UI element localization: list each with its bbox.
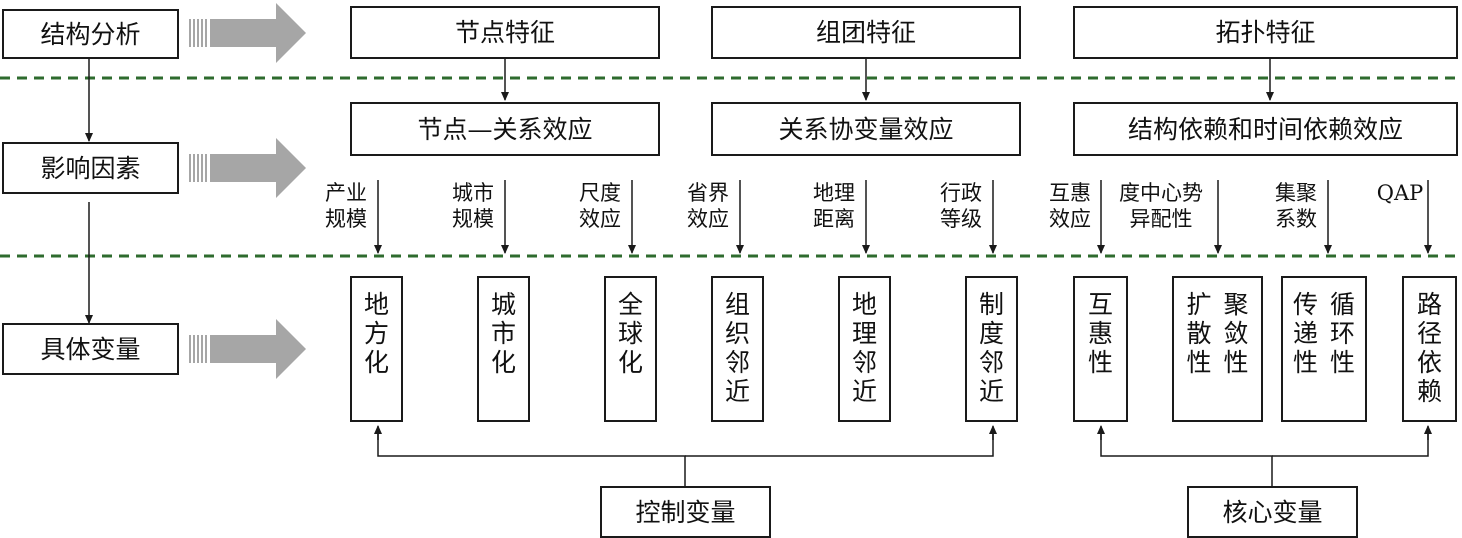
factor-label: 产业规模 <box>325 181 367 231</box>
variable-box: 互惠性 <box>1073 276 1128 422</box>
factor-label: 省界效应 <box>687 181 729 231</box>
variable-box: 路径依赖 <box>1402 276 1457 422</box>
factor-label: 地理距离 <box>813 181 855 231</box>
structure-analysis-box: 结构分析 <box>2 9 179 59</box>
factor-label: 尺度效应 <box>579 181 621 231</box>
variable-box: 扩散性聚敛性 <box>1172 276 1263 422</box>
variable-box: 制度邻近 <box>965 276 1018 422</box>
node-relation-effect-box: 节点—关系效应 <box>350 102 660 156</box>
big-arrow-structure <box>189 3 306 63</box>
topology-feature-box: 拓扑特征 <box>1073 6 1458 59</box>
factor-label: 行政等级 <box>940 181 982 231</box>
variable-box: 城市化 <box>477 276 530 422</box>
factor-label: 集聚系数 <box>1275 181 1317 231</box>
big-arrow-factors <box>189 138 306 198</box>
node-feature-box: 节点特征 <box>350 6 660 59</box>
control-bracket <box>377 427 994 486</box>
factor-label: 城市规模 <box>452 181 494 231</box>
variable-box: 地方化 <box>350 276 403 422</box>
specific-variables-box: 具体变量 <box>2 323 179 375</box>
influence-factors-box: 影响因素 <box>2 142 179 194</box>
factor-label: 度中心势异配性 <box>1119 181 1203 231</box>
variable-box: 全球化 <box>604 276 657 422</box>
relation-covariate-effect-box: 关系协变量效应 <box>711 102 1021 156</box>
big-arrow-variables <box>189 319 306 379</box>
variable-box: 组织邻近 <box>711 276 764 422</box>
cluster-feature-box: 组团特征 <box>711 6 1021 59</box>
factor-label: 互惠效应 <box>1049 181 1091 231</box>
core-bracket <box>1100 427 1429 486</box>
structure-time-dependence-effect-box: 结构依赖和时间依赖效应 <box>1073 102 1458 156</box>
variable-box: 传递性循环性 <box>1281 276 1367 422</box>
variable-box: 地理邻近 <box>838 276 891 422</box>
factor-label: QAP <box>1376 181 1424 205</box>
core-variables-box: 核心变量 <box>1187 486 1358 538</box>
control-variables-box: 控制变量 <box>600 486 771 538</box>
